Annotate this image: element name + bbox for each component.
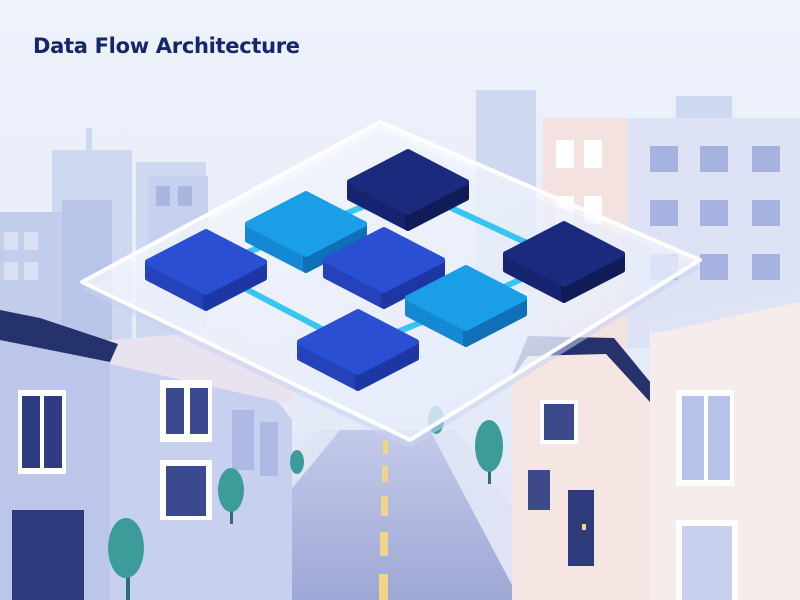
building-left-front bbox=[0, 310, 118, 600]
node-n6-block bbox=[405, 265, 527, 347]
building-left-mid bbox=[108, 330, 296, 600]
node-n1-block bbox=[347, 149, 469, 231]
node-n5-block bbox=[503, 221, 625, 303]
trees bbox=[108, 406, 503, 600]
page-title: Data Flow Architecture bbox=[33, 34, 300, 58]
node-n4-block bbox=[323, 227, 445, 309]
nodes bbox=[145, 149, 625, 391]
building-right-front bbox=[646, 288, 800, 600]
node-n7-block bbox=[297, 309, 419, 391]
node-n3-block bbox=[145, 229, 267, 311]
building-right-house bbox=[510, 336, 660, 600]
